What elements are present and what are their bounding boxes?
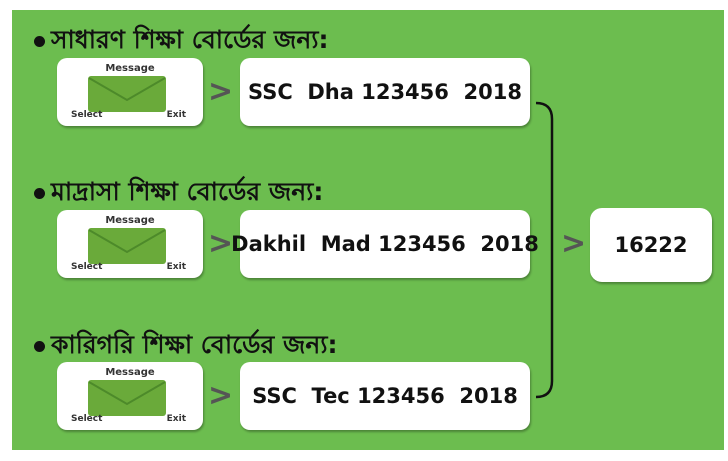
arrow-icon: >	[208, 74, 234, 109]
heading-text: সাধারণ শিক্ষা বোর্ডের জন্য:	[51, 25, 329, 54]
envelope-icon	[88, 76, 166, 112]
envelope-icon	[88, 228, 166, 264]
message-label: Message	[105, 367, 155, 378]
heading-text: মাদ্রাসা শিক্ষা বোর্ডের জন্য:	[51, 177, 324, 206]
bullet-icon	[34, 35, 45, 47]
arrow-icon: >	[208, 378, 234, 413]
heading-text: কারিগরি শিক্ষা বোর্ডের জন্য:	[51, 330, 338, 359]
bullet-icon	[34, 340, 45, 352]
sms-code-general: SSC Dha 123456 2018	[240, 58, 530, 126]
arrow-icon: >	[561, 226, 587, 261]
heading-madrasa: মাদ্রাসা শিক্ষা বোর্ডের জন্য:	[34, 172, 323, 215]
exit-key: Exit	[166, 414, 186, 424]
select-key: Select	[71, 110, 103, 120]
heading-technical: কারিগরি শিক্ষা বোর্ডের জন্য:	[34, 325, 338, 368]
arrow-icon: >	[208, 226, 234, 261]
message-label: Message	[105, 63, 155, 74]
phone-message-screen: Message Select Exit	[57, 362, 203, 430]
heading-general: সাধারণ শিক্ষা বোর্ডের জন্য:	[34, 20, 329, 63]
phone-message-screen: Message Select Exit	[57, 210, 203, 278]
bracket-icon	[535, 101, 554, 399]
bullet-icon	[34, 187, 45, 199]
exit-key: Exit	[166, 110, 186, 120]
message-label: Message	[105, 215, 155, 226]
phone-message-screen: Message Select Exit	[57, 58, 203, 126]
sms-code-madrasa: Dakhil Mad 123456 2018	[231, 210, 539, 278]
envelope-icon	[88, 380, 166, 416]
sms-number: 16222	[590, 208, 712, 282]
select-key: Select	[71, 262, 103, 272]
select-key: Select	[71, 414, 103, 424]
sms-code-technical: SSC Tec 123456 2018	[240, 362, 530, 430]
exit-key: Exit	[166, 262, 186, 272]
